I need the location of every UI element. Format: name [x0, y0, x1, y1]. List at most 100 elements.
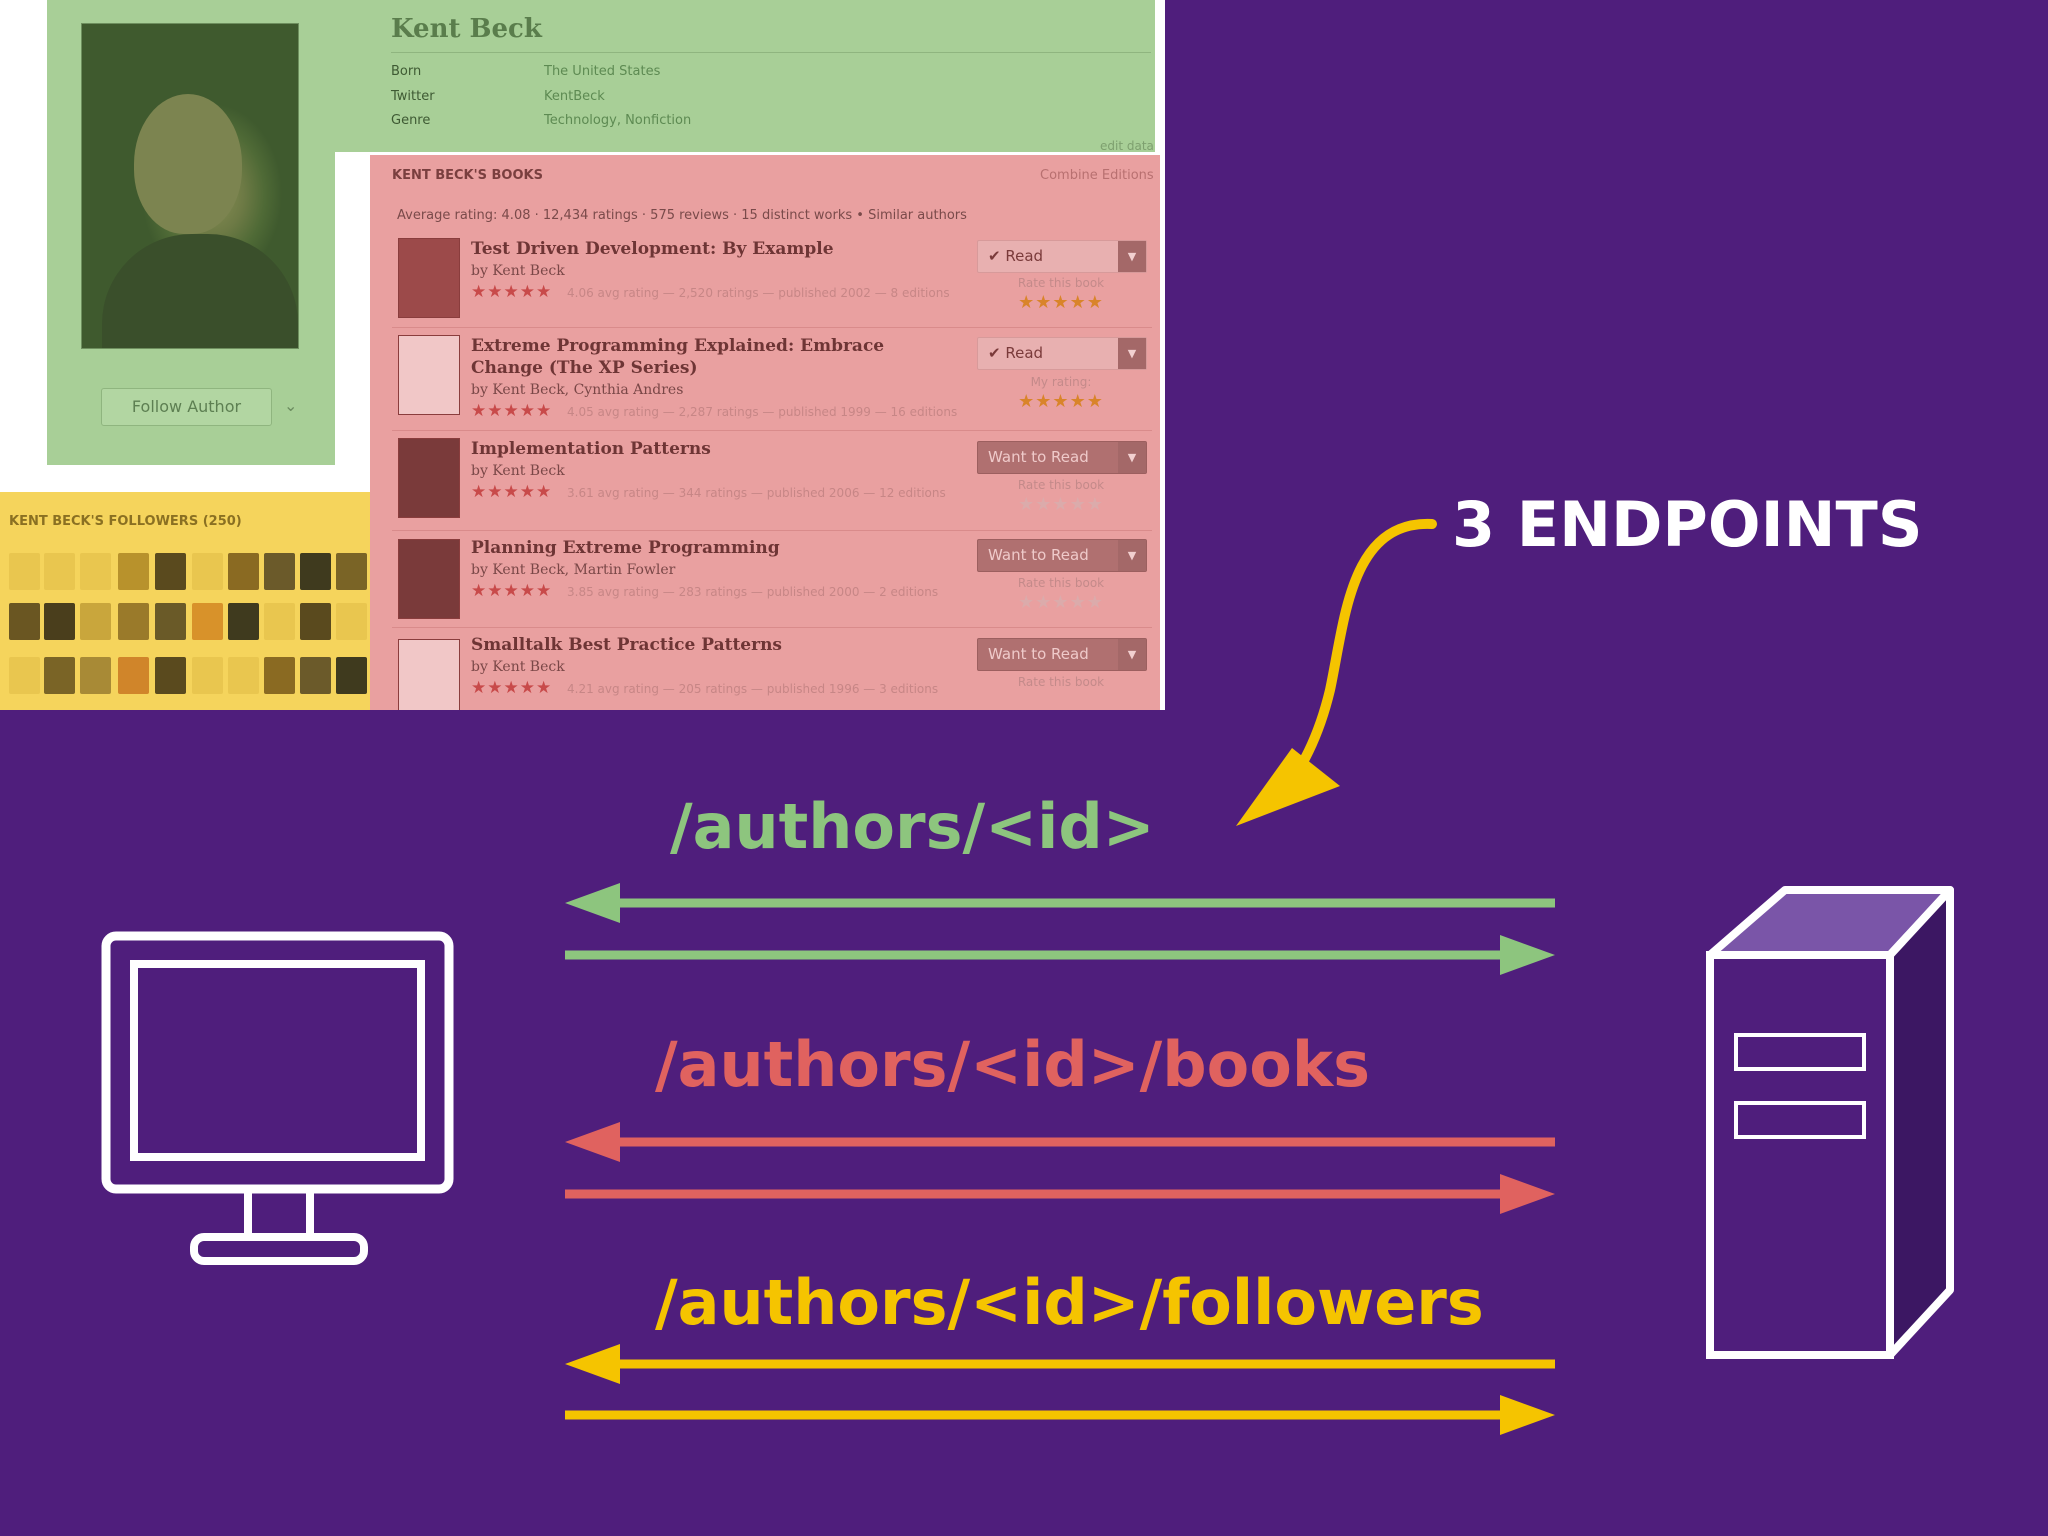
book-title[interactable]: Extreme Programming Explained: Embrace C… — [471, 336, 885, 378]
followers-arrows — [565, 1344, 1555, 1435]
book-meta: 3.85 avg rating — 283 ratings — publishe… — [567, 585, 939, 599]
avg-rating-stars: ★★★★★ — [471, 401, 553, 421]
twitter-label: Twitter — [391, 89, 435, 104]
want-to-read-button[interactable]: Want to Read ▼ — [977, 539, 1147, 572]
book-author[interactable]: by Kent Beck — [471, 463, 565, 479]
follower-avatar[interactable] — [192, 553, 223, 590]
book-meta: 4.21 avg rating — 205 ratings — publishe… — [567, 682, 939, 696]
desktop-monitor-icon — [101, 931, 454, 1265]
user-rating-stars[interactable]: ★★★★★ — [1018, 592, 1104, 613]
genre-link[interactable]: Technology, Nonfiction — [544, 113, 692, 128]
follow-author-button[interactable]: Follow Author — [101, 388, 272, 426]
follower-avatar[interactable] — [118, 657, 149, 694]
twitter-link[interactable]: KentBeck — [544, 89, 605, 104]
book-author[interactable]: by Kent Beck — [471, 263, 565, 279]
avg-rating-stars: ★★★★★ — [471, 678, 553, 698]
follower-avatar[interactable] — [228, 553, 259, 590]
follower-avatar[interactable] — [336, 657, 367, 694]
rate-label: Rate this book — [1017, 478, 1105, 492]
follower-avatar[interactable] — [300, 657, 331, 694]
follower-avatar[interactable] — [44, 553, 75, 590]
follower-avatar[interactable] — [44, 603, 75, 640]
avg-rating-stars: ★★★★★ — [471, 282, 553, 302]
book-cover[interactable] — [398, 335, 460, 415]
rate-label: Rate this book — [1017, 276, 1105, 290]
book-title[interactable]: Implementation Patterns — [471, 439, 711, 459]
shelf-button[interactable]: ✔ Read ▼ — [977, 337, 1147, 370]
follower-avatar[interactable] — [264, 657, 295, 694]
endpoint-authors: /authors/<id> — [670, 790, 1155, 863]
combine-editions-link[interactable]: Combine Editions — [1040, 168, 1154, 183]
book-cover[interactable] — [398, 639, 460, 710]
user-rating-stars[interactable]: ★★★★★ — [1018, 391, 1104, 412]
follower-avatar[interactable] — [228, 657, 259, 694]
book-title[interactable]: Test Driven Development: By Example — [471, 239, 834, 259]
follower-avatar[interactable] — [155, 657, 186, 694]
endpoints-callout: 3 ENDPOINTS — [1452, 488, 1923, 561]
dropdown-arrow-icon[interactable]: ▼ — [1118, 442, 1146, 473]
avg-rating-stars: ★★★★★ — [471, 482, 553, 502]
want-to-read-button[interactable]: Want to Read ▼ — [977, 441, 1147, 474]
follower-avatar[interactable] — [118, 603, 149, 640]
user-rating-stars[interactable]: ★★★★★ — [1018, 494, 1104, 515]
endpoint-books: /authors/<id>/books — [655, 1028, 1370, 1101]
authors-arrows — [565, 883, 1555, 975]
follower-avatar[interactable] — [336, 603, 367, 640]
books-arrows — [565, 1122, 1555, 1214]
book-cover[interactable] — [398, 539, 460, 619]
chevron-down-icon[interactable]: ⌄ — [284, 396, 298, 415]
follower-avatar[interactable] — [80, 603, 111, 640]
follower-avatar[interactable] — [192, 603, 223, 640]
follower-avatar[interactable] — [9, 553, 40, 590]
dropdown-arrow-icon[interactable]: ▼ — [1118, 241, 1146, 272]
follower-avatar[interactable] — [192, 657, 223, 694]
avg-rating-stars: ★★★★★ — [471, 581, 553, 601]
follower-avatar[interactable] — [9, 657, 40, 694]
rate-label: Rate this book — [1017, 576, 1105, 590]
author-photo — [81, 23, 299, 349]
dropdown-arrow-icon[interactable]: ▼ — [1118, 639, 1146, 670]
follower-avatar[interactable] — [300, 553, 331, 590]
born-label: Born — [391, 64, 422, 79]
followers-heading: KENT BECK'S FOLLOWERS (250) — [9, 514, 242, 529]
born-value: The United States — [544, 64, 661, 79]
dropdown-arrow-icon[interactable]: ▼ — [1118, 338, 1146, 369]
follower-avatar[interactable] — [264, 553, 295, 590]
book-author[interactable]: by Kent Beck, Cynthia Andres — [471, 382, 684, 398]
author-panel-top — [335, 0, 1155, 152]
follower-avatar[interactable] — [80, 553, 111, 590]
follower-avatar[interactable] — [264, 603, 295, 640]
dropdown-arrow-icon[interactable]: ▼ — [1118, 540, 1146, 571]
shelf-button[interactable]: ✔ Read ▼ — [977, 240, 1147, 273]
follower-avatar[interactable] — [155, 603, 186, 640]
want-to-read-button[interactable]: Want to Read ▼ — [977, 638, 1147, 671]
books-heading: KENT BECK'S BOOKS — [392, 168, 543, 183]
book-meta: 3.61 avg rating — 344 ratings — publishe… — [567, 486, 946, 500]
book-meta: 4.06 avg rating — 2,520 ratings — publis… — [567, 286, 950, 300]
genre-label: Genre — [391, 113, 431, 128]
edit-data-link[interactable]: edit data — [1100, 139, 1154, 153]
book-title[interactable]: Smalltalk Best Practice Patterns — [471, 635, 782, 655]
follower-avatar[interactable] — [228, 603, 259, 640]
book-cover[interactable] — [398, 438, 460, 518]
follower-avatar[interactable] — [9, 603, 40, 640]
book-cover[interactable] — [398, 238, 460, 318]
server-tower-icon — [1706, 886, 1954, 1359]
follower-avatar[interactable] — [300, 603, 331, 640]
follower-avatar[interactable] — [155, 553, 186, 590]
goodreads-screenshot: Follow Author ⌄ Kent Beck Born The Unite… — [0, 0, 1165, 710]
follower-avatar[interactable] — [80, 657, 111, 694]
follower-avatar[interactable] — [44, 657, 75, 694]
follower-avatar[interactable] — [118, 553, 149, 590]
book-author[interactable]: by Kent Beck — [471, 659, 565, 675]
rate-label: Rate this book — [1017, 675, 1105, 689]
book-title[interactable]: Planning Extreme Programming — [471, 538, 780, 558]
books-stats: Average rating: 4.08 · 12,434 ratings · … — [397, 208, 967, 223]
book-author[interactable]: by Kent Beck, Martin Fowler — [471, 562, 676, 578]
book-meta: 4.05 avg rating — 2,287 ratings — publis… — [567, 405, 958, 419]
rate-label: My rating: — [1030, 375, 1092, 389]
follower-avatar[interactable] — [336, 553, 367, 590]
user-rating-stars[interactable]: ★★★★★ — [1018, 292, 1104, 313]
endpoint-followers: /authors/<id>/followers — [655, 1266, 1484, 1339]
